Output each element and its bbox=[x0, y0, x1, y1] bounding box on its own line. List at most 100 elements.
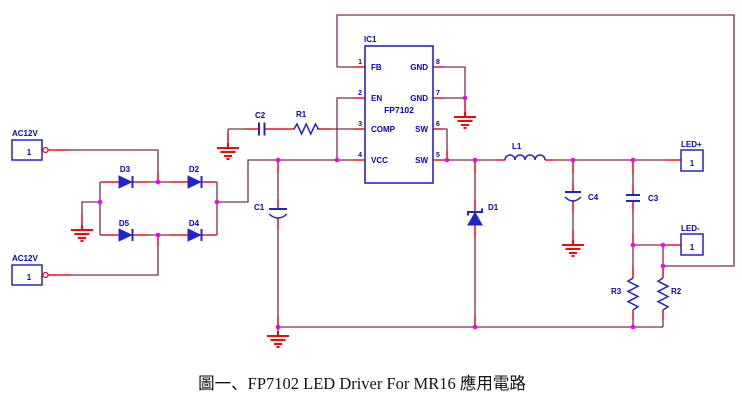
ground-icon bbox=[561, 239, 585, 257]
pin-num-3: 3 bbox=[358, 121, 362, 128]
junction-dot bbox=[660, 263, 666, 269]
inductor-l1: L1 bbox=[504, 142, 546, 161]
diode-label: D5 bbox=[119, 219, 130, 228]
ground-icon bbox=[453, 111, 477, 129]
pin-num-6: 6 bbox=[436, 121, 440, 128]
connector-pin-number: 1 bbox=[690, 243, 695, 252]
junction-dot bbox=[97, 199, 103, 205]
ic-part-label: FP7102 bbox=[384, 105, 414, 115]
pin-num-4: 4 bbox=[358, 152, 362, 159]
connector-box bbox=[680, 233, 704, 256]
capacitor-plate-curved bbox=[564, 196, 582, 202]
junction-dot bbox=[334, 157, 340, 163]
wires bbox=[47, 14, 735, 331]
resistor-zigzag bbox=[626, 277, 640, 311]
wire-vcc-net bbox=[217, 97, 365, 327]
connector-pin-number: 1 bbox=[27, 273, 32, 282]
resistor-r2: R2 bbox=[656, 277, 682, 311]
junction-dots bbox=[97, 95, 666, 330]
junction-dot bbox=[660, 242, 666, 248]
wire-ac2-to-bridge bbox=[47, 235, 159, 276]
junction-dot bbox=[214, 199, 220, 205]
pin-num-5: 5 bbox=[436, 152, 440, 159]
pin-name-comp: COMP bbox=[371, 125, 396, 134]
wire-comp-rc bbox=[227, 128, 365, 143]
ic-body bbox=[364, 45, 434, 184]
resistor-r3: R3 bbox=[611, 277, 640, 311]
resistor-zigzag bbox=[293, 122, 320, 136]
connector-ac1: AC12V 1 bbox=[11, 129, 49, 161]
wire-fb-loop bbox=[336, 14, 735, 267]
resistor-label: R3 bbox=[611, 287, 622, 296]
capacitor-c4-polarized: C4 bbox=[564, 191, 599, 202]
resistor-label: R2 bbox=[671, 287, 682, 296]
pin-num-7: 7 bbox=[436, 90, 440, 97]
connector-ac2: AC12V 1 bbox=[11, 254, 49, 286]
capacitor-label: C1 bbox=[254, 203, 265, 212]
pin-num-2: 2 bbox=[358, 90, 362, 97]
diode-label: D2 bbox=[189, 165, 200, 174]
figure-caption: 圖一、FP7102 LED Driver For MR16 應用電路 bbox=[198, 373, 526, 393]
ic1-fp7102: IC1 FP7102 FB EN COMP VCC GND GND SW SW … bbox=[358, 35, 440, 184]
wire-ac1-to-bridge bbox=[47, 149, 159, 182]
diode-label: D1 bbox=[488, 203, 499, 212]
junction-dot bbox=[472, 157, 478, 163]
pin-stubs bbox=[47, 66, 681, 326]
ground-icon bbox=[70, 224, 94, 242]
connector-led-plus: LED+ 1 bbox=[680, 140, 704, 172]
capacitor-label: C4 bbox=[588, 193, 599, 202]
junction-dot bbox=[444, 157, 450, 163]
connector-pin-number: 1 bbox=[27, 148, 32, 157]
connector-box bbox=[11, 264, 43, 286]
capacitor-plates bbox=[626, 194, 640, 202]
diode-symbol bbox=[187, 228, 202, 242]
terminal-stubs bbox=[47, 66, 681, 326]
capacitor-label: C2 bbox=[255, 111, 266, 120]
ic-ref-label: IC1 bbox=[364, 35, 377, 44]
pin-name-vcc: VCC bbox=[371, 156, 388, 165]
junction-dot bbox=[630, 242, 636, 248]
diode-symbol bbox=[187, 175, 202, 189]
diode-symbol bbox=[118, 175, 133, 189]
diode-d5: D5 bbox=[118, 219, 134, 242]
junction-dot bbox=[472, 324, 478, 330]
connector-pin-number: 1 bbox=[690, 159, 695, 168]
pin-num-8: 8 bbox=[436, 59, 440, 66]
connector-label: LED+ bbox=[681, 140, 702, 149]
diode-symbol bbox=[467, 211, 483, 226]
capacitor-label: C3 bbox=[648, 194, 659, 203]
diode-symbol bbox=[118, 228, 133, 242]
junction-dot bbox=[155, 179, 161, 185]
capacitor-c3: C3 bbox=[626, 194, 659, 203]
diode-d3: D3 bbox=[118, 165, 134, 189]
junction-dot bbox=[275, 157, 281, 163]
connector-label: AC12V bbox=[12, 254, 38, 263]
pin-name-gnd8: GND bbox=[410, 63, 428, 72]
resistor-label: R1 bbox=[296, 110, 307, 119]
diode-label: D4 bbox=[189, 219, 200, 228]
pin-circle-icon bbox=[42, 146, 49, 154]
pin-circle-icon bbox=[42, 271, 49, 279]
diode-label: D3 bbox=[120, 165, 131, 174]
resistor-r1: R1 bbox=[293, 110, 320, 136]
pin-name-sw5: SW bbox=[415, 156, 428, 165]
diode-cathode-bar bbox=[467, 208, 483, 216]
capacitor-plate-curved bbox=[268, 213, 288, 219]
connector-label: AC12V bbox=[12, 129, 38, 138]
pin-name-sw6: SW bbox=[415, 125, 428, 134]
pin-num-1: 1 bbox=[358, 59, 362, 66]
wire-sw-net bbox=[433, 128, 681, 212]
inductor-coil bbox=[504, 154, 546, 161]
resistor-zigzag bbox=[656, 277, 670, 311]
capacitor-plates bbox=[258, 122, 266, 136]
pin-name-en: EN bbox=[371, 94, 382, 103]
junction-dot bbox=[570, 157, 576, 163]
connector-box bbox=[11, 139, 43, 161]
junction-dot bbox=[155, 232, 161, 238]
diode-d1-schottky: D1 bbox=[467, 203, 499, 226]
ground-icon bbox=[266, 330, 290, 348]
junction-dot bbox=[630, 324, 636, 330]
pin-name-gnd7: GND bbox=[410, 94, 428, 103]
